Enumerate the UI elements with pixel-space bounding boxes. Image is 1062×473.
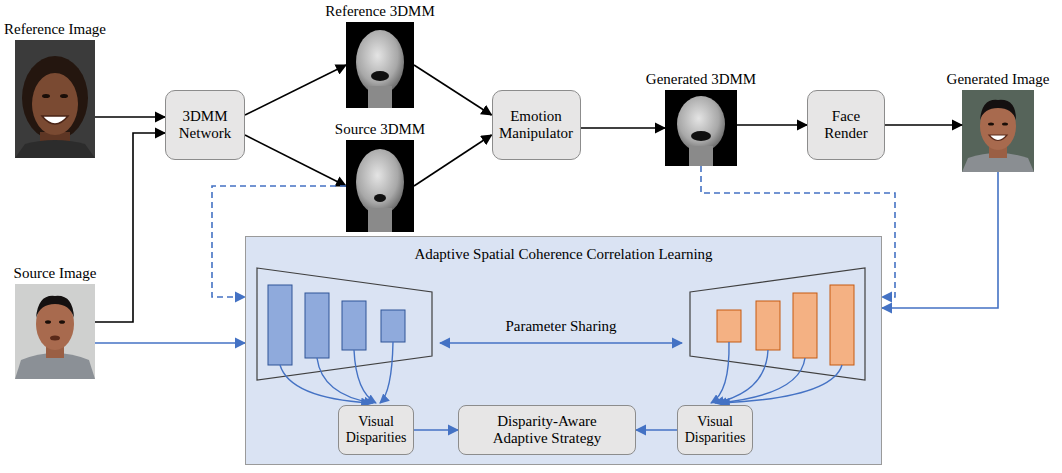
generated-image: Generated Image — [962, 90, 1034, 172]
connector — [885, 124, 962, 126]
connector — [414, 135, 492, 186]
module-band: Adaptive Spatial Coherence Correlation L… — [245, 236, 882, 465]
box-label: Visual Disparities — [340, 414, 412, 446]
source-3dmm: Source 3DMM — [346, 140, 414, 232]
generated-3dmm-render — [665, 90, 737, 166]
source-photo — [15, 284, 95, 379]
connector — [95, 133, 165, 322]
disparity-box: Visual Disparities — [677, 405, 753, 455]
generated-3dmm: Generated 3DMM — [665, 90, 737, 166]
connector — [882, 172, 998, 308]
reference-photo — [15, 40, 95, 158]
image-caption: Generated Image — [947, 71, 1050, 88]
connector — [581, 127, 666, 129]
connector — [212, 186, 346, 297]
generated-photo — [962, 90, 1034, 172]
image-caption: Reference 3DMM — [325, 3, 435, 20]
reference-3dmm-render — [346, 22, 414, 108]
reference-3dmm: Reference 3DMM — [346, 22, 414, 108]
source-image: Source Image — [15, 284, 95, 379]
process-box: Emotion Manipulator — [492, 90, 581, 160]
connector — [701, 166, 895, 297]
box-label: Face Render — [813, 108, 879, 143]
image-caption: Source 3DMM — [335, 121, 425, 138]
module-label: Parameter Sharing — [461, 318, 661, 335]
feature-taps — [280, 342, 842, 403]
box-label: Emotion Manipulator — [493, 108, 580, 143]
band-ground — [245, 236, 882, 465]
image-caption: Reference Image — [4, 21, 106, 38]
decoder — [690, 268, 865, 380]
connector — [414, 429, 458, 431]
box-label: 3DMM Network — [170, 108, 240, 143]
encoder — [257, 268, 432, 380]
connector — [636, 429, 677, 431]
process-box: 3DMM Network — [165, 90, 245, 160]
sharing-arrow — [440, 342, 682, 344]
box-label: Disparity-Aware Adaptive Strategy — [477, 413, 617, 448]
connector — [245, 65, 346, 115]
image-caption: Source Image — [14, 265, 97, 282]
connector — [95, 342, 245, 344]
disparity-box: Visual Disparities — [338, 405, 414, 455]
module-title: Adaptive Spatial Coherence Correlation L… — [246, 246, 881, 263]
box-label: Visual Disparities — [679, 414, 751, 446]
reference-image: Reference Image — [15, 40, 95, 158]
strategy-box: Disparity-Aware Adaptive Strategy — [458, 405, 636, 455]
image-caption: Generated 3DMM — [646, 71, 756, 88]
process-box: Face Render — [807, 90, 885, 160]
connector — [245, 135, 346, 186]
connector — [95, 116, 165, 118]
connector — [414, 65, 492, 115]
connector — [737, 124, 807, 126]
source-3dmm-render — [346, 140, 414, 232]
